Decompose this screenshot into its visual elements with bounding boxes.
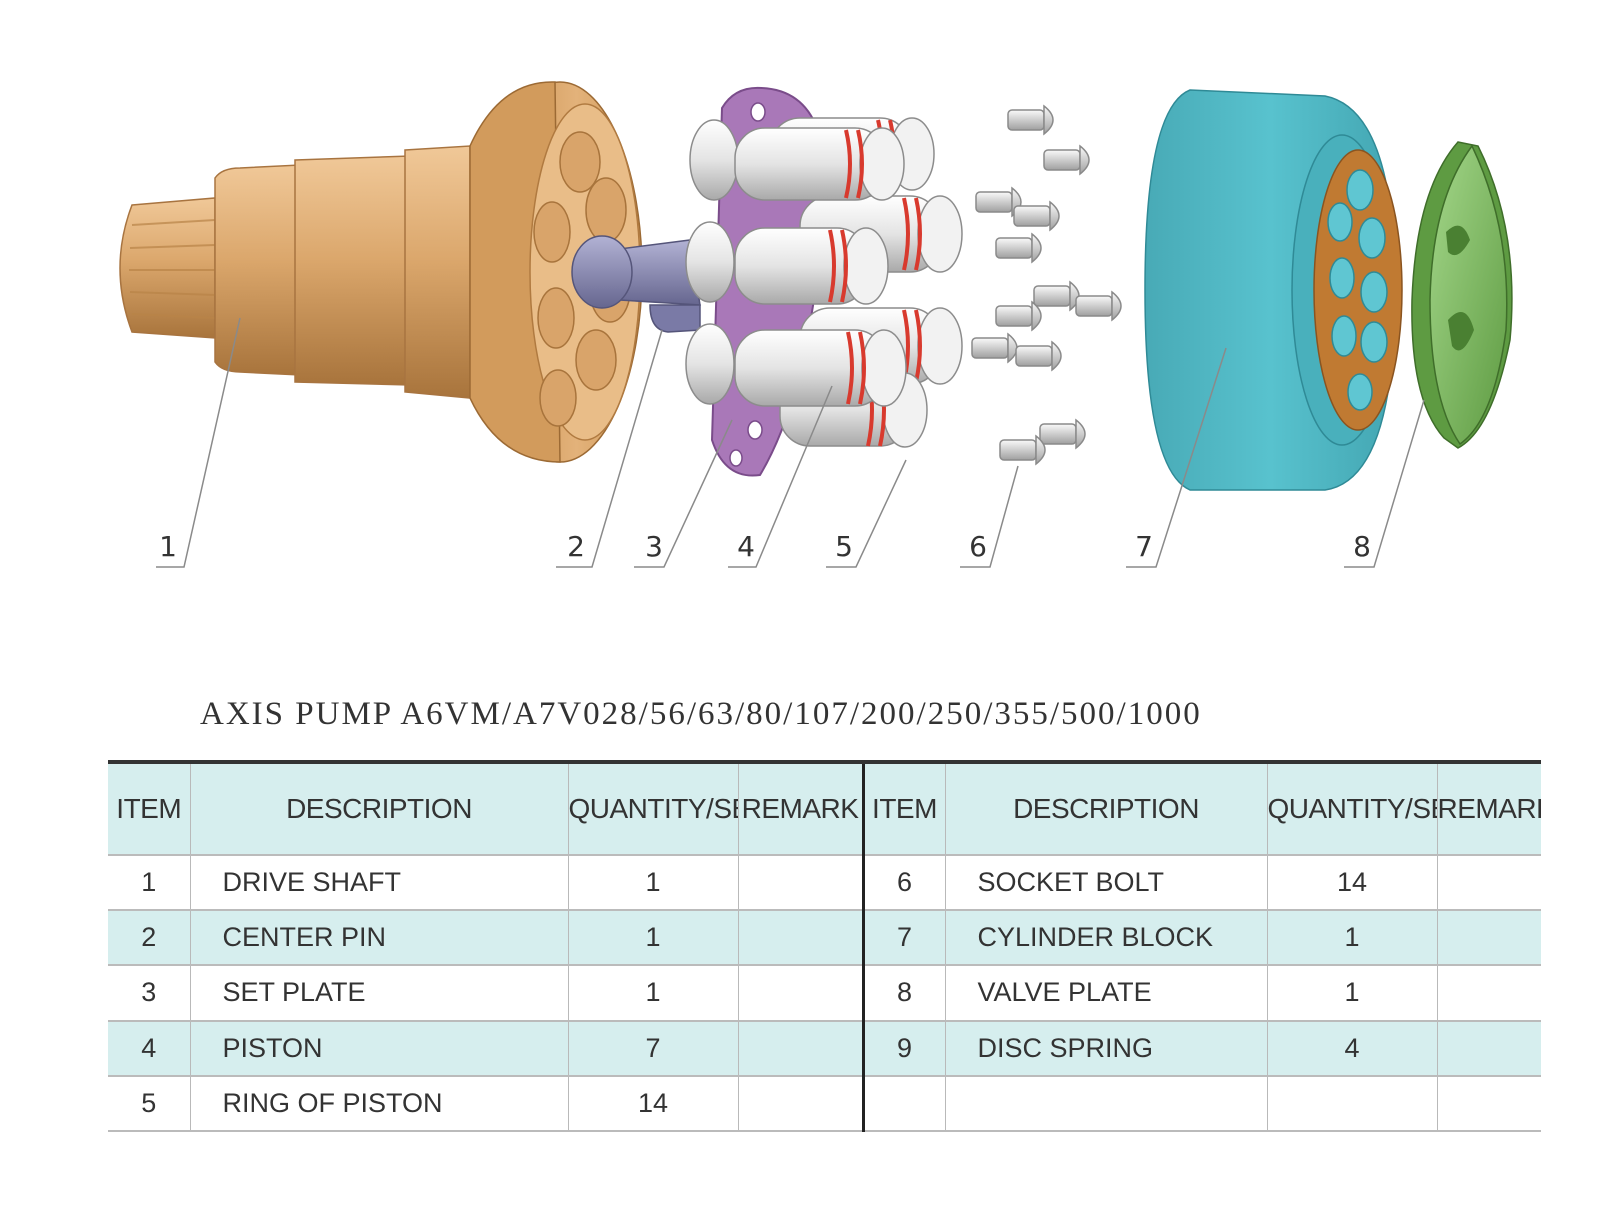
description-cell: RING OF PISTON (189, 1074, 568, 1131)
table-row: 5 RING OF PISTON 14 (108, 1074, 1541, 1131)
description-cell: SET PLATE (189, 964, 568, 1021)
item-cell: 1 (108, 853, 190, 911)
quantity-cell: 1 (567, 853, 738, 911)
quantity-cell: 1 (1266, 964, 1437, 1021)
header-remark: REMARK (1436, 761, 1541, 855)
header-description: DESCRIPTION (189, 761, 568, 855)
center-pin-part (571, 235, 701, 333)
description-cell: SOCKET BOLT (944, 853, 1267, 911)
remark-cell (1436, 853, 1541, 911)
table-row: 1 DRIVE SHAFT 1 6 SOCKET BOLT 14 (108, 853, 1541, 911)
callout-5: 5 (835, 530, 853, 563)
header-remark: REMARK (737, 761, 863, 855)
pump-model-title: AXIS PUMP A6VM/A7V028/56/63/80/107/200/2… (200, 696, 1202, 732)
table-row: 3 SET PLATE 1 8 VALVE PLATE 1 (108, 964, 1541, 1021)
callout-8: 8 (1353, 530, 1371, 563)
item-cell: 3 (108, 964, 190, 1021)
callout-1: 1 (159, 530, 177, 563)
item-cell: 2 (108, 909, 190, 966)
description-cell: VALVE PLATE (944, 964, 1267, 1021)
leader-lines (156, 317, 1425, 568)
valve-plate-part (1411, 141, 1513, 449)
quantity-cell (1266, 1074, 1437, 1131)
header-description: DESCRIPTION (944, 761, 1267, 855)
item-cell: 5 (108, 1074, 190, 1131)
remark-cell (1436, 1074, 1541, 1131)
quantity-cell: 1 (567, 964, 738, 1021)
description-cell: CYLINDER BLOCK (944, 909, 1267, 966)
table-row: 4 PISTON 7 9 DISC SPRING 4 (108, 1019, 1541, 1076)
table-header-row: ITEM DESCRIPTION QUANTITY/SET REMARK ITE… (108, 761, 1541, 855)
item-cell: 7 (861, 909, 945, 966)
description-cell: CENTER PIN (189, 909, 568, 966)
callout-4: 4 (737, 530, 755, 563)
remark-cell (737, 1019, 863, 1076)
exploded-pump-diagram (119, 81, 1513, 568)
remark-cell (737, 909, 863, 966)
callout-6: 6 (969, 530, 987, 563)
description-cell: PISTON (189, 1019, 568, 1076)
table-row: 2 CENTER PIN 1 7 CYLINDER BLOCK 1 (108, 909, 1541, 966)
cylinder-block-part (1144, 89, 1403, 491)
callout-2: 2 (567, 530, 585, 563)
item-cell: 4 (108, 1019, 190, 1076)
quantity-cell: 7 (567, 1019, 738, 1076)
parts-table: ITEM DESCRIPTION QUANTITY/SET REMARK ITE… (108, 760, 1541, 1132)
description-cell (944, 1074, 1267, 1131)
remark-cell (1436, 909, 1541, 966)
remark-cell (737, 853, 863, 911)
header-item: ITEM (108, 761, 190, 855)
drive-shaft-part (119, 81, 643, 463)
quantity-cell: 14 (1266, 853, 1437, 911)
description-cell: DRIVE SHAFT (189, 853, 568, 911)
item-cell: 6 (861, 853, 945, 911)
quantity-cell: 1 (1266, 909, 1437, 966)
callout-7: 7 (1135, 530, 1153, 563)
item-cell: 8 (861, 964, 945, 1021)
remark-cell (1436, 1019, 1541, 1076)
quantity-cell: 14 (567, 1074, 738, 1131)
header-item: ITEM (861, 761, 945, 855)
header-quantity: QUANTITY/SET (1266, 761, 1437, 855)
description-cell: DISC SPRING (944, 1019, 1267, 1076)
callout-3: 3 (645, 530, 663, 563)
quantity-cell: 4 (1266, 1019, 1437, 1076)
item-cell: 9 (861, 1019, 945, 1076)
quantity-cell: 1 (567, 909, 738, 966)
socket-bolts-part (971, 104, 1122, 466)
remark-cell (737, 964, 863, 1021)
pistons-part (685, 117, 963, 448)
remark-cell (737, 1074, 863, 1131)
remark-cell (1436, 964, 1541, 1021)
header-quantity: QUANTITY/SET (567, 761, 738, 855)
item-cell (861, 1074, 945, 1131)
